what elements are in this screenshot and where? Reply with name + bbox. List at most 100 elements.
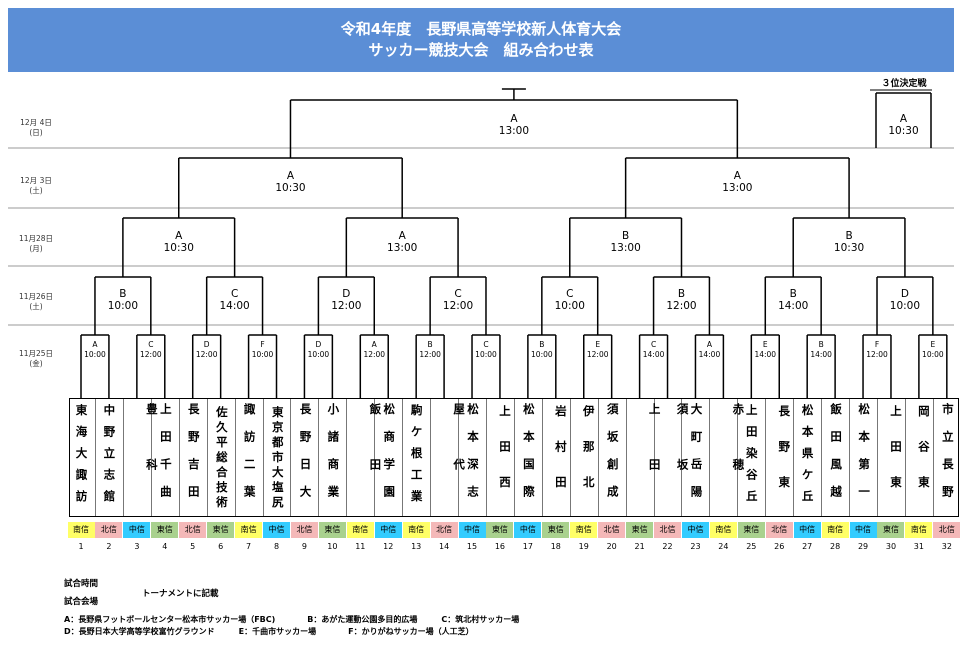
region-badge: 北信 <box>598 522 626 538</box>
region-badge: 北信 <box>430 522 458 538</box>
region-badge: 北信 <box>290 522 318 538</box>
team-number: 4 <box>162 542 168 551</box>
team-number: 13 <box>411 542 422 551</box>
date-text: 11月26日 <box>18 292 54 301</box>
team-name: 飯田風越 <box>829 403 844 513</box>
match-venue: B <box>677 288 686 300</box>
team-cell: 豊科 <box>124 399 159 516</box>
time-label: 試合時間 <box>64 579 99 589</box>
match-venue: E <box>762 340 768 349</box>
team-name: 長野吉田 <box>186 403 201 513</box>
team-name: 須坂 <box>675 402 690 514</box>
match-time: 12:00 <box>866 350 888 359</box>
team-number: 11 <box>355 542 366 551</box>
team-cell: 岡谷東 <box>906 399 934 516</box>
match-time: 12:00 <box>442 300 474 312</box>
team-number: 10 <box>327 542 338 551</box>
match-venue: B <box>622 230 630 242</box>
venue-label: 試合会場 <box>64 597 99 607</box>
region-badge: 北信 <box>765 522 793 538</box>
date-day: (金) <box>29 359 43 368</box>
team-cell: 上田 <box>627 399 662 516</box>
team-name: 松本県ケ丘 <box>800 404 815 512</box>
match-time: 10:30 <box>275 182 306 194</box>
team-number: 17 <box>522 542 533 551</box>
match-venue: C <box>566 288 574 300</box>
match-venue: B <box>818 340 824 349</box>
match-venue: A <box>706 340 712 349</box>
date-day: (月) <box>29 244 43 253</box>
team-list: 東海大諏訪中野立志館豊科上田千曲長野吉田佐久平総合技術諏訪二葉東京都市大塩尻長野… <box>69 398 959 517</box>
team-name: 豊科 <box>144 402 159 514</box>
region-badge: 中信 <box>263 522 290 538</box>
date-day: (土) <box>29 186 43 195</box>
team-name: 大町岳陽 <box>689 403 704 513</box>
team-number: 25 <box>746 542 757 551</box>
team-cell: 松商学園 <box>375 399 404 516</box>
team-number: 26 <box>774 542 785 551</box>
date-label: 11月25日(金) <box>8 349 64 369</box>
team-number: 22 <box>662 542 673 551</box>
team-name: 上田染谷丘 <box>744 404 759 512</box>
team-number: 29 <box>857 542 869 551</box>
team-name: 佐久平総合技術 <box>214 405 229 511</box>
title-line-2: サッカー競技大会 組み合わせ表 <box>368 41 594 59</box>
region-badge: 東信 <box>207 522 235 538</box>
team-name: 中野立志館 <box>102 404 117 512</box>
team-number: 20 <box>606 542 617 551</box>
team-cell: 市立長野 <box>934 399 962 516</box>
date-label: 11月26日(土) <box>8 292 64 312</box>
region-badge: 東信 <box>626 522 654 538</box>
match-time: 12:00 <box>331 300 362 312</box>
match-time: 14:00 <box>754 350 777 359</box>
match-venue: E <box>595 340 601 349</box>
match-time: 13:00 <box>498 125 530 137</box>
match-venue: A <box>175 230 183 242</box>
match-time: 10:00 <box>107 300 139 312</box>
match-venue: B <box>427 340 433 349</box>
team-name: 屋代 <box>452 402 467 514</box>
match-venue: A <box>899 113 908 125</box>
team-number: 24 <box>718 542 729 551</box>
match-venue: A <box>398 230 406 242</box>
team-cell: 小諸商業 <box>319 399 348 516</box>
region-badge: 北信 <box>933 522 961 538</box>
team-cell: 上田東 <box>878 399 906 516</box>
match-time: 12:00 <box>586 350 609 359</box>
team-name: 長野東 <box>777 404 792 512</box>
team-cell: 赤穂 <box>710 399 745 516</box>
region-badge: 中信 <box>514 522 542 538</box>
match-venue: F <box>260 340 265 349</box>
title-line-1: 令和4年度 長野県高等学校新人体育大会 <box>340 20 622 38</box>
team-cell: 須坂 <box>655 399 690 516</box>
team-number: 9 <box>301 542 307 551</box>
team-number: 6 <box>218 542 224 551</box>
match-time: 10:30 <box>888 125 919 137</box>
region-badge: 中信 <box>793 522 821 538</box>
match-venue: C <box>650 340 657 349</box>
team-name: 松商学園 <box>382 403 397 513</box>
team-name: 諏訪二葉 <box>242 403 257 513</box>
match-venue: E <box>930 340 936 349</box>
team-cell: 東海大諏訪 <box>68 399 96 516</box>
team-cell: 諏訪二葉 <box>236 399 264 516</box>
team-number: 28 <box>830 542 841 551</box>
match-time: 12:00 <box>140 350 162 359</box>
team-number: 31 <box>913 542 924 551</box>
team-number: 16 <box>494 542 506 551</box>
team-cell: 東京都市大塩尻 <box>264 399 292 516</box>
region-badge: 南信 <box>821 522 849 538</box>
team-cell: 上田染谷丘 <box>738 399 767 516</box>
team-name: 伊那北 <box>581 404 596 512</box>
team-cell: 佐久平総合技術 <box>208 399 236 516</box>
